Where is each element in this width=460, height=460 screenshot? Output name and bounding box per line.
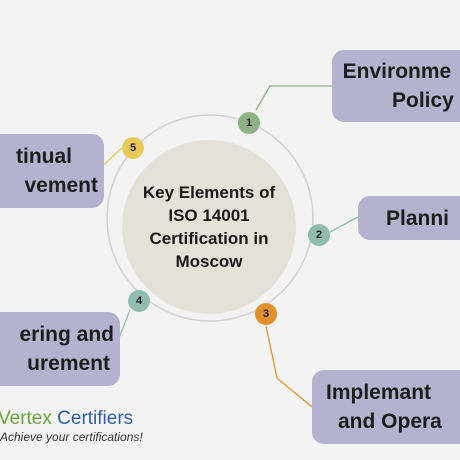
connector-2 <box>329 216 359 233</box>
element-box-5: tinual vement <box>0 134 104 208</box>
logo-word-1: Vertex <box>0 408 52 429</box>
element-badge-3: 3 <box>255 303 277 325</box>
element-box-4: ering and urement <box>0 312 120 386</box>
element-4-line-1: ering and <box>19 323 114 346</box>
element-5-line-1: tinual <box>16 145 72 168</box>
logo-tagline: Achieve your certifications! <box>0 430 143 444</box>
element-box-3: Implemant and Opera <box>312 370 460 444</box>
logo-name: Vertex Certifiers <box>0 408 143 430</box>
element-3-line-1: Implemant <box>326 381 432 404</box>
connector-3 <box>265 325 313 408</box>
element-box-1: Environme Policy <box>332 50 460 122</box>
element-badge-4: 4 <box>128 290 150 312</box>
orbit-ring <box>106 114 314 322</box>
element-4-line-2: urement <box>27 352 110 375</box>
element-1-line-1: Environme <box>342 60 452 83</box>
element-badge-1: 1 <box>238 112 260 134</box>
element-2-line-1: Planni <box>386 206 450 230</box>
element-badge-5: 5 <box>122 137 144 159</box>
element-badge-2: 2 <box>308 224 330 246</box>
element-box-2: Planni <box>358 196 460 240</box>
element-1-line-2: Policy <box>392 89 454 112</box>
element-3-line-2: and Opera <box>338 410 442 433</box>
center-title: Key Elements of ISO 14001 Certification … <box>142 183 276 271</box>
center-circle: Key Elements of ISO 14001 Certification … <box>122 140 296 314</box>
element-5-line-2: vement <box>24 174 98 197</box>
logo-word-2: Certifiers <box>57 408 134 429</box>
logo: Vertex Certifiers Achieve your certifica… <box>0 408 143 444</box>
connector-1 <box>255 85 332 111</box>
